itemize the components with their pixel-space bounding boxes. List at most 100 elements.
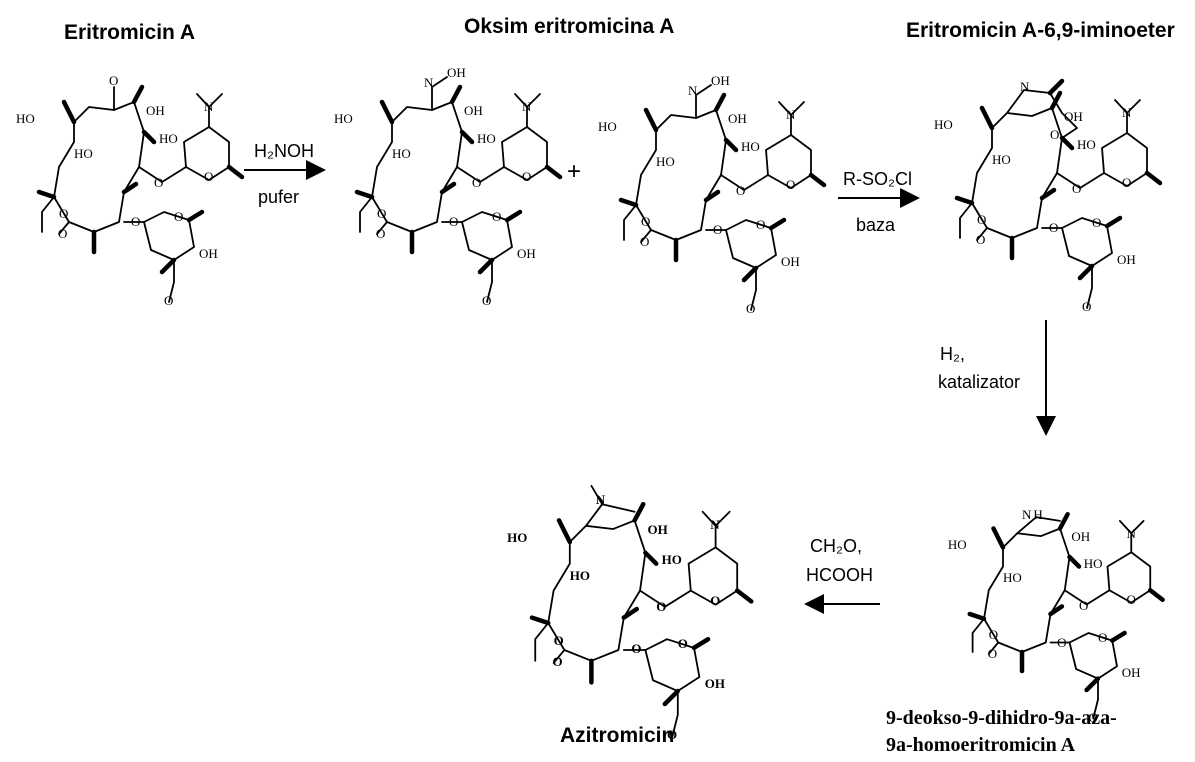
oksim-2-cladinose-methyl-2 — [741, 265, 759, 283]
oksim-2-ho-1: HO — [598, 119, 617, 134]
azitromicin-o-lactone: O — [553, 632, 564, 648]
iminoeter-ho-3: HO — [1077, 137, 1096, 152]
homoeritromicin-o-glyc-1: O — [1079, 597, 1089, 613]
oksim-2-ho-3: HO — [741, 139, 760, 154]
eritromicin-a-carbonyl — [58, 221, 70, 235]
homoeritromicin-ho-1: HO — [947, 537, 967, 552]
azitromicin-methyl-1 — [556, 518, 573, 545]
homoeritromicin-methyl-4 — [967, 611, 987, 621]
eritromicin-a-ethyl — [41, 196, 55, 233]
homoeritromicin-oh-cladinose: OH — [1121, 665, 1141, 681]
oksim-2-methyl-3 — [723, 137, 739, 153]
oksim-2-nme-a — [778, 101, 792, 116]
oksim-1-oh-cladinose: OH — [517, 246, 536, 261]
homoeritromicin-carbonyl — [987, 641, 1000, 655]
title-eritromicin-a: Eritromicin A — [64, 21, 196, 44]
iminoeter-ethyl — [959, 202, 973, 239]
azitromicin-o-desosamine: O — [710, 592, 721, 608]
azitromicin-macrolactone-ring — [547, 519, 647, 662]
oksim-2-oxime — [695, 84, 712, 119]
eritromicin-a-n-dimethyl: N — [204, 99, 214, 114]
homoeritromicin-o-glyc-2: O — [1057, 634, 1067, 650]
iminoeter-nme-a — [1114, 99, 1128, 114]
eritromicin-a-methyl-3 — [141, 129, 157, 145]
homoeritromicin-nme-b — [1130, 520, 1145, 535]
oksim-2-o-lactone: O — [641, 214, 651, 229]
oksim-1-methyl-3 — [459, 129, 475, 145]
oksim-2-o-glyc-2: O — [713, 222, 723, 237]
oksim-1-o-glyc-1: O — [472, 175, 482, 190]
oksim-1-ho-1: HO — [334, 111, 353, 126]
homoeritromicin-aza-bridge — [1016, 516, 1061, 535]
azitromicin-cladinose-methyl — [691, 636, 711, 651]
oksim-2-methyl-6 — [703, 189, 721, 203]
homoeritromicin-methoxy — [1092, 677, 1099, 720]
iminoeter-o-glyc-2: O — [1049, 220, 1059, 235]
azitromicin-o-glyc-2: O — [631, 641, 642, 657]
eritromicin-a-nme-b — [208, 93, 223, 108]
eritromicin-a-ho-2: HO — [74, 146, 93, 161]
eritromicin-a-o-glyc-2: O — [131, 214, 141, 229]
homoeritromicin-o-carbonyl: O — [987, 646, 998, 662]
homoeritromicin-o-lactone: O — [988, 627, 999, 643]
azitromicin-methyl-6 — [621, 606, 640, 620]
oksim-2-oh-1: OH — [728, 111, 747, 126]
oksim-2-n-oxime: N — [688, 83, 698, 98]
oksim-1-o-lactone: O — [377, 206, 387, 221]
iminoeter-macrolactone-ring — [971, 107, 1063, 239]
homoeritromicin-methyl-2 — [1057, 512, 1070, 531]
azitromicin-carbonyl — [552, 649, 566, 664]
oksim-2-oh-cladinose: OH — [781, 254, 800, 269]
azitromicin-methyl-3 — [643, 550, 659, 566]
azitromicin-o-carbonyl: O — [552, 654, 563, 670]
oksim-1-n-dimethyl: N — [522, 99, 532, 114]
homoeritromicin-n-aza: N — [1022, 506, 1032, 522]
azitromicin-n-dimethyl: N — [710, 517, 720, 533]
azitromicin-cladinose-methyl-2 — [662, 688, 681, 707]
reagent-baza: baza — [856, 215, 896, 235]
iminoeter-o-lactone: O — [977, 212, 987, 227]
iminoeter-methoxy — [1086, 265, 1093, 309]
oksim-1-oxime — [431, 76, 448, 111]
plus-sign: + — [567, 158, 582, 185]
title-azitromicin: Azitromicin — [560, 724, 675, 747]
oksim-1-carbonyl — [376, 221, 388, 235]
homoeritromicin-n-dimethyl: N — [1126, 525, 1136, 541]
azitromicin-cladinose-ring — [644, 638, 701, 692]
eritromicin-a-cladinose-methyl-2 — [159, 257, 177, 275]
eritromicin-a-o-methoxy: O — [164, 293, 174, 308]
homoeritromicin-o-desosamine: O — [1126, 592, 1136, 608]
iminoeter-o-methoxy: O — [1082, 299, 1092, 314]
oksim-1-methyl-4 — [354, 189, 375, 200]
iminoeter-o-carbonyl: O — [976, 232, 986, 247]
oksim-2-cladinose-ring — [725, 219, 777, 269]
oksim-1-cladinose-methyl-2 — [477, 257, 495, 275]
eritromicin-a-methoxy — [168, 259, 175, 303]
iminoeter-oh-1: OH — [1064, 109, 1083, 124]
iminoeter-carbonyl — [976, 227, 988, 241]
homoeritromicin-cladinose-ring — [1068, 632, 1118, 680]
homoeritromicin-o-cladinose: O — [1098, 630, 1108, 646]
azitromicin-o-methoxy: O — [667, 726, 678, 742]
eritromicin-a-macrolactone-ring — [53, 101, 145, 233]
eritromicin-a-oh-cladinose: OH — [199, 246, 218, 261]
reagent-katalizator: katalizator — [938, 372, 1021, 392]
oksim-1-nme-b — [526, 93, 541, 108]
oksim-1-macrolactone-ring — [371, 101, 463, 233]
azitromicin-methoxy — [671, 690, 679, 738]
iminoeter-ho-1: HO — [934, 117, 953, 132]
iminoeter-methyl-1 — [979, 105, 995, 131]
oksim-1-o-methoxy: O — [482, 293, 492, 308]
azitromicin-methyl-4 — [529, 615, 551, 626]
oksim-2-glycosidic-1 — [720, 174, 769, 191]
homoeritromicin-desosamine-methyl — [1148, 588, 1165, 602]
homoeritromicin-h-aza: H — [1033, 506, 1043, 522]
eritromicin-a-oh-1: OH — [146, 103, 165, 118]
oksim-1-o-cladinose: O — [492, 209, 502, 224]
homoeritromicin-nme-a — [1118, 520, 1133, 535]
oksim-1-ho-3: HO — [477, 131, 496, 146]
title-homoeritromicin-line1: 9-deokso-9-dihidro-9a-aza- — [886, 707, 1117, 729]
iminoeter-imino-methyl — [1047, 78, 1065, 96]
eritromicin-a-methyl-1 — [61, 99, 77, 125]
